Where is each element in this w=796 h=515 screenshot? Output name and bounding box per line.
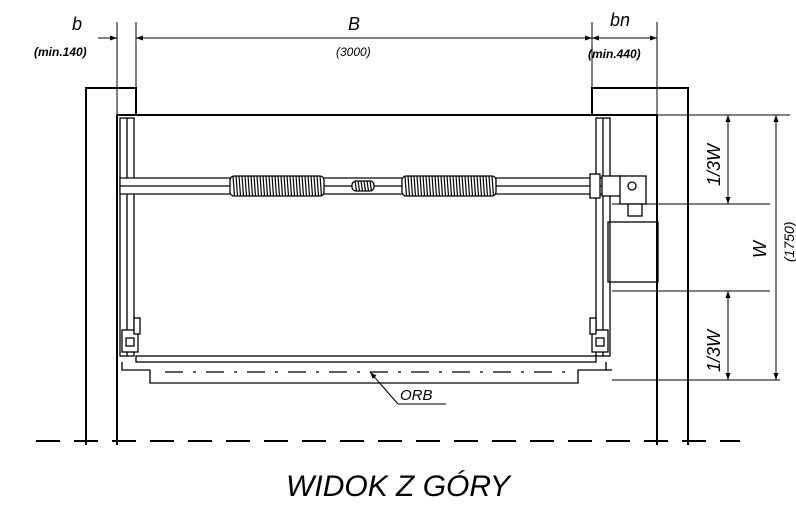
drive-motor: [589, 173, 659, 283]
dim-b-value: (min.140): [34, 45, 87, 59]
view-title: WIDOK Z GÓRY: [286, 470, 510, 503]
dim-bn-value: (min.440): [588, 47, 641, 61]
door-frame: [119, 117, 612, 384]
dim-third-top: 1/3W: [704, 142, 724, 186]
callout-orb: ORB: [400, 387, 433, 404]
bottom-bracket-left: [121, 317, 141, 353]
dim-W-value: (1750): [781, 222, 796, 262]
dimension-lines: [98, 22, 779, 380]
dim-third-bottom: 1/3W: [704, 328, 724, 372]
spring-left: [229, 175, 325, 197]
dim-W-label: W: [750, 239, 770, 258]
spring-right: [401, 175, 497, 197]
wall-outline: [85, 87, 689, 445]
bottom-bracket-right: [589, 317, 609, 353]
orb-leader: [369, 371, 446, 405]
dim-b-label: b: [72, 14, 82, 34]
shaft-coupler: [351, 180, 375, 192]
guide-lines: [600, 114, 790, 381]
dim-B-value: (3000): [336, 45, 371, 59]
dim-bn-label: bn: [610, 10, 630, 30]
dim-B-label: B: [348, 14, 360, 34]
